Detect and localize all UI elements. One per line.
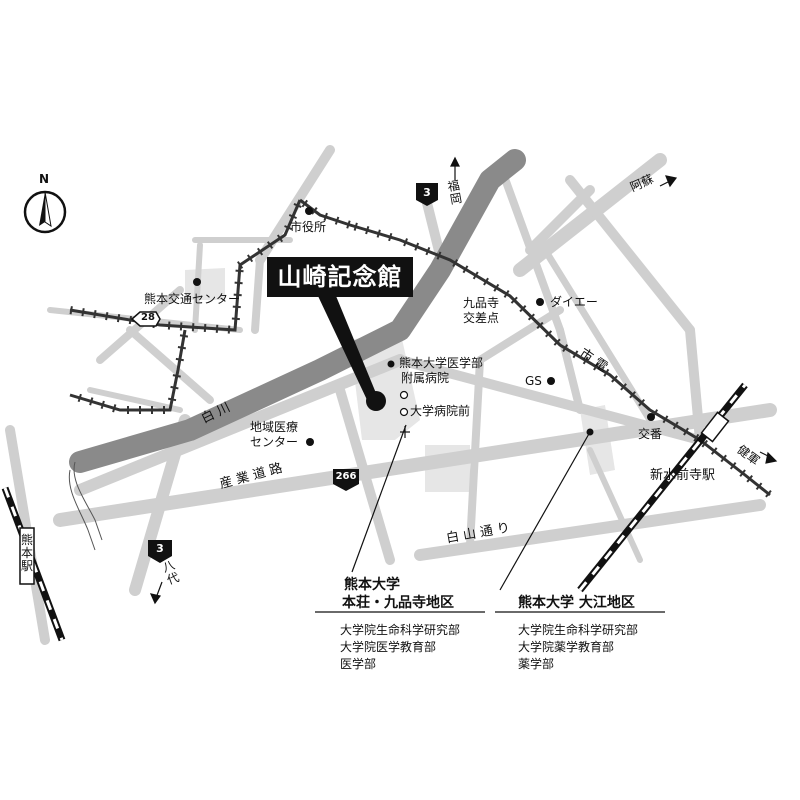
daigaku-byoinmae-stop-label: 大学病院前 [410, 404, 471, 418]
shirayama-dori-road [414, 499, 766, 561]
route-3-south-number: 3 [156, 542, 164, 555]
compass [23, 190, 67, 234]
route-3-north-number: 3 [423, 186, 431, 199]
department-item: 大学院薬学教育部 [518, 640, 615, 654]
poi-dots [193, 207, 655, 446]
shinsuizenji-station-box [700, 411, 730, 443]
department-item: 大学院生命科学研究部 [340, 623, 461, 637]
kumamoto-station-box [19, 527, 35, 585]
railways [1, 382, 748, 642]
city-hall-label: 市役所 [290, 220, 327, 234]
kuhonji-intersection-label: 九品寺 交差点 [463, 296, 500, 325]
compass-north-label: N [39, 172, 50, 186]
department-item: 大学院医学教育部 [340, 640, 437, 654]
route-266-number: 266 [335, 471, 357, 482]
direction-arrows [149, 156, 778, 605]
honjo-campus-departments: 大学院生命科学研究部 大学院医学教育部 医学部 [340, 622, 460, 673]
route-28-number: 28 [141, 312, 155, 323]
university-hospital-label: 熊本大学医学部 附属病院 [399, 356, 484, 385]
police-box-label: 交番 [638, 427, 663, 441]
department-item: 薬学部 [518, 657, 555, 671]
tram-line [69, 198, 772, 498]
department-item: 医学部 [340, 657, 377, 671]
kotsu-center-label: 熊本交通センター [144, 292, 241, 306]
yamasaki-hall-marker [366, 391, 386, 411]
title-pointer [318, 296, 378, 402]
daiei-label: ダイエー [550, 295, 598, 309]
shirakawa-river [69, 149, 526, 473]
gas-station-label: GS [525, 374, 542, 388]
oe-campus-departments: 大学院生命科学研究部 大学院薬学教育部 薬学部 [518, 622, 638, 673]
oe-campus-title: 熊本大学 大江地区 [518, 595, 635, 611]
honjo-campus-title: 熊本大学 本荘・九品寺地区 [342, 577, 454, 611]
yamasaki-hall-title: 山崎記念館 [267, 257, 413, 297]
regional-medical-center-label: 地域医療 センター [250, 420, 299, 449]
department-item: 大学院生命科学研究部 [518, 623, 639, 637]
kumamoto-station-label: 熊本駅 [20, 533, 33, 573]
route-shields [130, 183, 438, 563]
shinsuizenji-station-label: 新水前寺駅 [650, 468, 716, 483]
